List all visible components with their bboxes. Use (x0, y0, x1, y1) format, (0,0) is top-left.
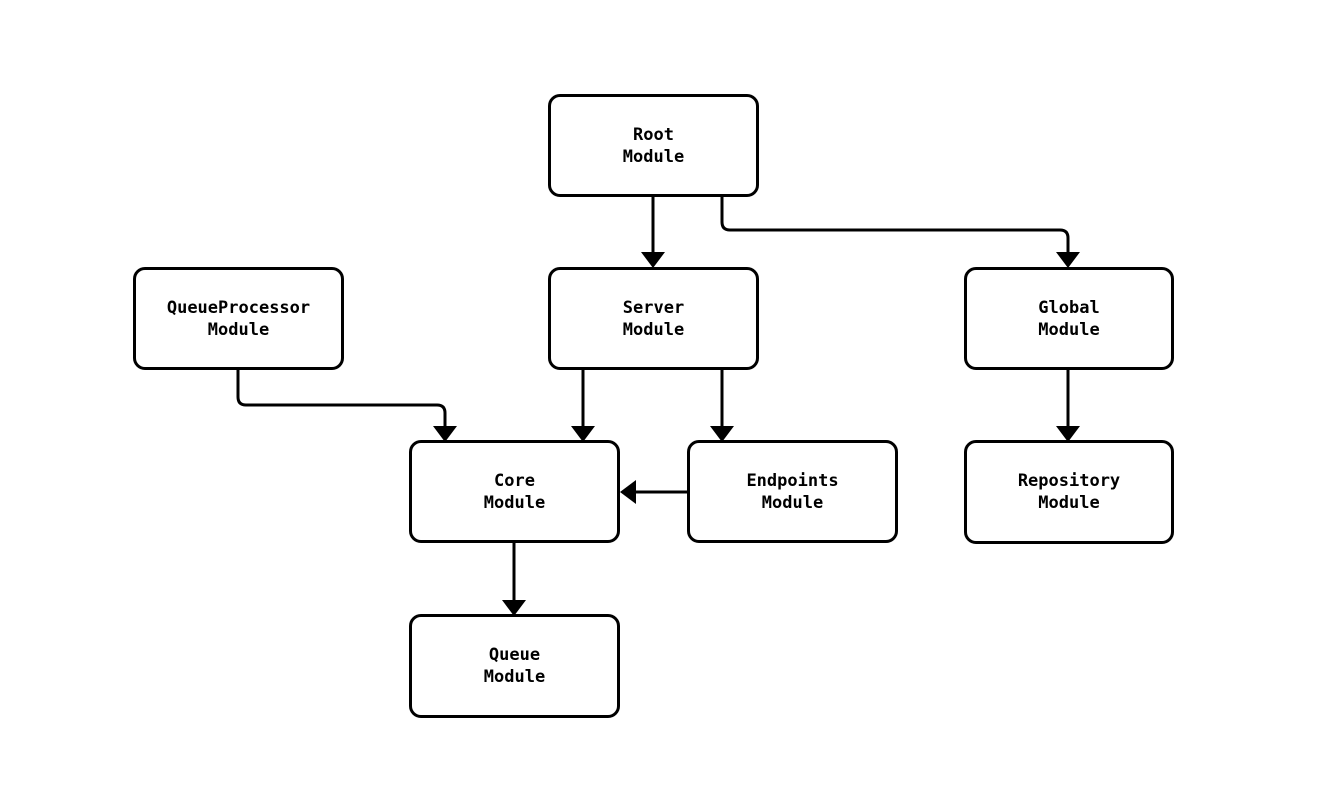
node-global-module-line2: Module (1038, 319, 1100, 340)
node-root-module-line1: Root (633, 124, 674, 145)
node-queue-module-line1: Queue (488, 645, 541, 665)
edge-server-to-endpoints (710, 370, 734, 442)
node-repository-module-line2: Module (1038, 493, 1100, 513)
edge-global-to-repository (1056, 370, 1080, 442)
edge-queueprocessor-to-core (236, 370, 457, 442)
node-endpoints-module-line1: Endpoints (746, 470, 839, 491)
node-server-module-line1: Server (622, 297, 685, 318)
edge-core-to-queue (502, 543, 526, 616)
node-core-module-line2: Module (483, 492, 546, 513)
node-core-module-line1: Core (494, 470, 535, 491)
node-server-module-line2: Module (622, 319, 685, 340)
node-global-module-line1: Global (1038, 297, 1100, 318)
node-queueprocessor-module[interactable]: QueueProcessor Module (133, 267, 344, 370)
node-endpoints-module[interactable]: Endpoints Module (687, 440, 898, 543)
edge-root-to-server (641, 197, 665, 268)
node-queueprocessor-module-line1: QueueProcessor (166, 297, 311, 318)
node-root-module-line2: Module (622, 146, 685, 167)
node-server-module[interactable]: Server Module (548, 267, 759, 370)
edge-root-to-global (720, 197, 1080, 268)
node-queueprocessor-module-line2: Module (207, 319, 270, 340)
node-endpoints-module-line2: Module (761, 492, 824, 513)
node-repository-module-line1: Repository (1017, 471, 1121, 491)
edge-endpoints-to-core (620, 480, 687, 504)
node-global-module[interactable]: Global Module (964, 267, 1174, 370)
node-root-module[interactable]: Root Module (548, 94, 759, 197)
node-queue-module[interactable]: Queue Module (409, 614, 620, 718)
edge-server-to-core (571, 370, 595, 442)
node-repository-module[interactable]: Repository Module (964, 440, 1174, 544)
node-queue-module-line2: Module (483, 667, 546, 687)
node-core-module[interactable]: Core Module (409, 440, 620, 543)
